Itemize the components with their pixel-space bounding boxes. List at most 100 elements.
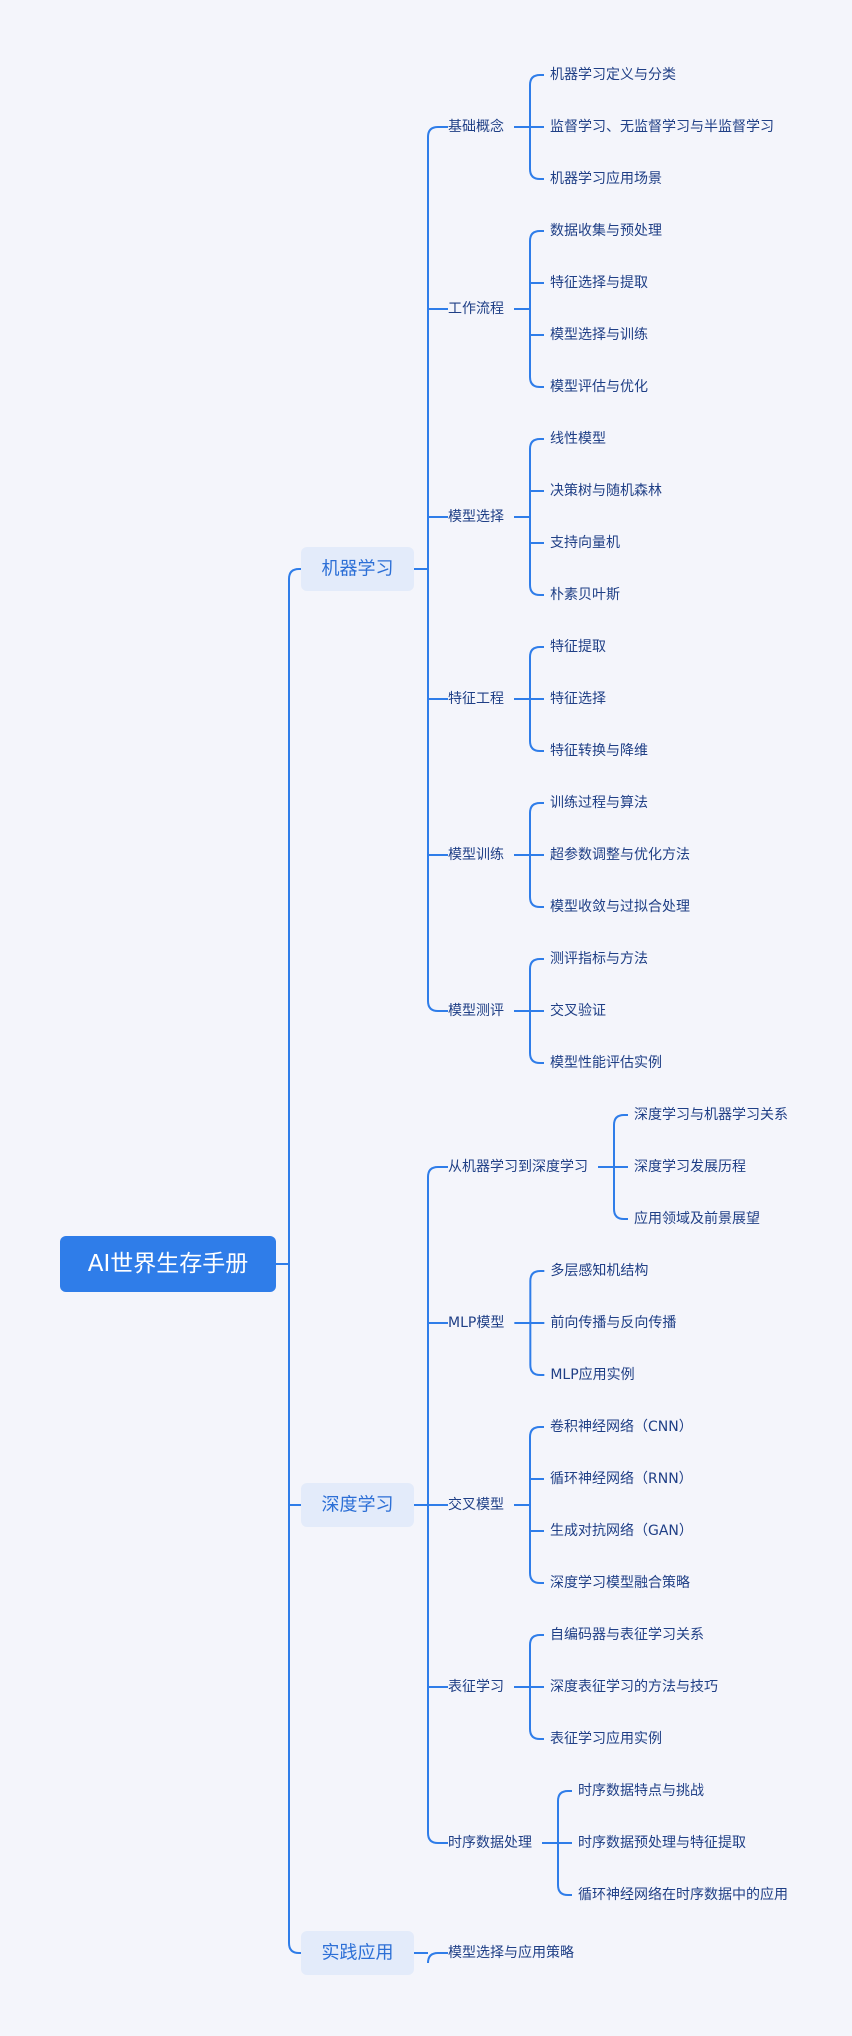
topic-edge-1-2-0 [529,1426,544,1438]
leaf-label[interactable]: 深度学习模型融合策略 [550,1574,690,1591]
leaf-label[interactable]: 深度学习与机器学习关系 [634,1107,788,1123]
topic-node-1-3[interactable]: 表征学习 [448,1679,504,1695]
topic-label[interactable]: 模型训练 [448,847,504,863]
root-edge-0 [288,568,301,580]
topic-label[interactable]: 从机器学习到深度学习 [448,1159,588,1175]
branch-edge-0-5 [427,1000,448,1012]
topic-edge-1-4-2 [557,1884,572,1896]
leaf-label[interactable]: 生成对抗网络（GAN） [550,1523,693,1539]
branch-node-box [301,547,414,591]
topic-label[interactable]: MLP模型 [448,1315,504,1331]
topic-edge-0-0-2 [529,168,544,180]
topic-node-1-0[interactable]: 从机器学习到深度学习 [448,1159,588,1175]
topic-edge-0-2-0 [529,438,544,450]
topic-label[interactable]: 模型测评 [448,1003,504,1019]
connector-lines [276,74,628,1964]
topic-node-2-0[interactable]: 模型选择与应用策略 [448,1944,574,1961]
topic-edge-0-2-3 [529,584,544,596]
branch-node-2[interactable]: 实践应用 [301,1931,414,1975]
topic-edge-0-1-3 [529,376,544,388]
topic-node-1-4[interactable]: 时序数据处理 [448,1835,532,1851]
root-node-box [60,1236,276,1292]
topic-edge-0-4-2 [529,896,544,908]
branch-edge-0-0 [427,126,448,138]
leaf-label[interactable]: 模型收敛与过拟合处理 [550,899,690,915]
branch-node-box [301,1931,414,1975]
topic-label[interactable]: 表征学习 [448,1679,504,1695]
topic-edge-0-5-0 [529,958,544,970]
branch-node-box [301,1483,414,1527]
leaf-label[interactable]: MLP应用实例 [550,1366,634,1383]
leaf-label[interactable]: 前向传播与反向传播 [550,1314,676,1331]
mindmap-nodes: AI世界生存手册 机器学习 基础概念 机器学习定义与分类监督学习、无监督学习与半监督学… [60,67,788,1975]
leaf-label[interactable]: 深度学习发展历程 [634,1159,746,1175]
topic-edge-1-0-0 [613,1114,628,1126]
leaf-label[interactable]: 时序数据特点与挑战 [578,1783,704,1799]
leaf-label[interactable]: 决策树与随机森林 [550,482,662,499]
branch-label[interactable]: 深度学习 [322,1495,394,1516]
leaf-label[interactable]: 卷积神经网络（CNN） [550,1419,693,1435]
leaf-label[interactable]: 特征选择 [550,691,606,707]
topic-edge-0-0-0 [529,74,544,86]
root-title[interactable]: AI世界生存手册 [88,1251,249,1277]
topic-label[interactable]: 工作流程 [448,301,504,317]
leaf-label[interactable]: 时序数据预处理与特征提取 [578,1835,746,1851]
topic-node-0-0[interactable]: 基础概念 [448,118,504,135]
topic-node-1-1[interactable]: MLP模型 [448,1315,504,1331]
leaf-label[interactable]: 模型评估与优化 [550,379,648,395]
leaf-label[interactable]: 监督学习、无监督学习与半监督学习 [550,119,774,135]
topic-edge-1-1-2 [529,1364,545,1376]
leaf-label[interactable]: 训练过程与算法 [550,795,648,811]
branch-edge-1-0 [427,1166,448,1178]
topic-edge-1-3-0 [529,1634,544,1646]
topic-edge-0-1-0 [529,230,544,242]
topic-node-0-4[interactable]: 模型训练 [448,847,504,863]
topic-edge-1-1-0 [529,1270,545,1282]
branch-label[interactable]: 机器学习 [322,559,394,580]
branch-edge-1-4 [427,1832,448,1844]
leaf-label[interactable]: 朴素贝叶斯 [550,587,620,603]
leaf-label[interactable]: 循环神经网络在时序数据中的应用 [578,1886,788,1903]
leaf-label[interactable]: 特征提取 [550,639,606,655]
topic-node-0-3[interactable]: 特征工程 [448,691,504,707]
leaf-label[interactable]: 测评指标与方法 [550,951,648,967]
leaf-label[interactable]: 超参数调整与优化方法 [550,846,690,863]
topic-node-0-2[interactable]: 模型选择 [448,509,504,525]
leaf-label[interactable]: 线性模型 [550,431,606,447]
topic-label[interactable]: 模型选择与应用策略 [448,1944,574,1961]
topic-edge-1-2-3 [529,1572,544,1584]
leaf-label[interactable]: 模型选择与训练 [550,327,648,343]
leaf-label[interactable]: 表征学习应用实例 [550,1730,662,1747]
leaf-label[interactable]: 模型性能评估实例 [550,1055,662,1071]
topic-node-0-1[interactable]: 工作流程 [448,301,504,317]
branch-node-1[interactable]: 深度学习 [301,1483,414,1527]
leaf-label[interactable]: 深度表征学习的方法与技巧 [550,1679,718,1695]
leaf-label[interactable]: 机器学习定义与分类 [550,67,676,83]
leaf-label[interactable]: 循环神经网络（RNN） [550,1471,693,1487]
topic-edge-1-4-0 [557,1790,572,1802]
topic-node-0-5[interactable]: 模型测评 [448,1003,504,1019]
topic-label[interactable]: 基础概念 [448,118,504,135]
leaf-label[interactable]: 多层感知机结构 [550,1262,648,1279]
topic-label[interactable]: 特征工程 [448,691,504,707]
root-node[interactable]: AI世界生存手册 [60,1236,276,1292]
topic-label[interactable]: 交叉模型 [448,1496,504,1513]
leaf-label[interactable]: 应用领域及前景展望 [634,1210,760,1227]
branch-node-0[interactable]: 机器学习 [301,547,414,591]
leaf-label[interactable]: 机器学习应用场景 [550,170,662,187]
topic-edge-0-3-2 [529,740,544,752]
leaf-label[interactable]: 数据收集与预处理 [550,222,662,239]
root-edge-2 [288,1942,301,1954]
topic-node-1-2[interactable]: 交叉模型 [448,1496,504,1513]
topic-edge-1-3-2 [529,1728,544,1740]
leaf-label[interactable]: 特征选择与提取 [550,275,648,291]
leaf-label[interactable]: 交叉验证 [550,1002,606,1019]
branch-label[interactable]: 实践应用 [322,1943,394,1964]
topic-label[interactable]: 时序数据处理 [448,1835,532,1851]
topic-edge-0-5-2 [529,1052,544,1064]
topic-label[interactable]: 模型选择 [448,509,504,525]
leaf-label[interactable]: 自编码器与表征学习关系 [550,1627,704,1643]
leaf-label[interactable]: 特征转换与降维 [550,742,648,759]
leaf-label[interactable]: 支持向量机 [550,535,620,551]
